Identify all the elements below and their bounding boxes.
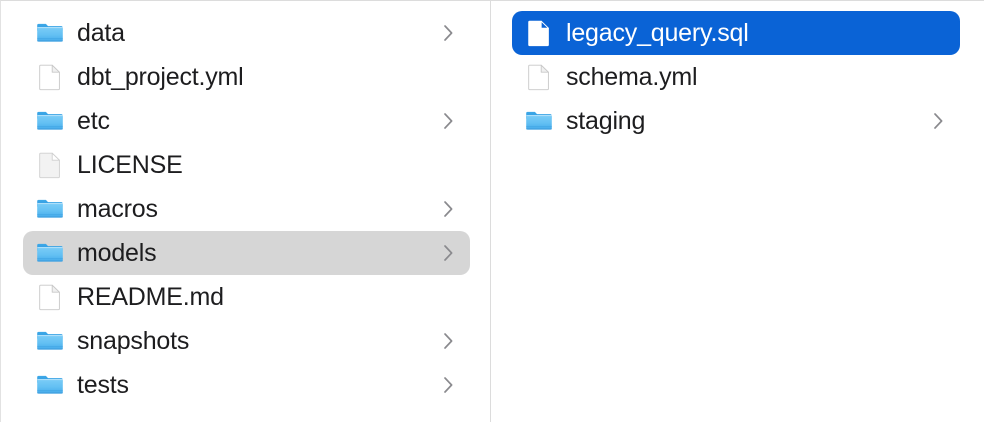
chevron-right-icon[interactable] bbox=[442, 200, 454, 218]
file-row-label: tests bbox=[77, 371, 129, 399]
chevron-right-icon[interactable] bbox=[442, 332, 454, 350]
folder-icon bbox=[35, 18, 65, 48]
chevron-right-icon[interactable] bbox=[932, 112, 944, 130]
folder-icon bbox=[35, 106, 65, 136]
file-row[interactable]: models bbox=[23, 231, 470, 275]
folder-icon bbox=[35, 326, 65, 356]
file-row[interactable]: data bbox=[23, 11, 470, 55]
file-row[interactable]: snapshots bbox=[23, 319, 470, 363]
file-row[interactable]: etc bbox=[23, 99, 470, 143]
file-row-label: dbt_project.yml bbox=[77, 63, 244, 91]
chevron-right-icon[interactable] bbox=[442, 112, 454, 130]
file-row[interactable]: schema.yml bbox=[512, 55, 960, 99]
file-row[interactable]: tests bbox=[23, 363, 470, 407]
file-row[interactable]: macros bbox=[23, 187, 470, 231]
file-row-label: schema.yml bbox=[566, 63, 698, 91]
file-row[interactable]: LICENSE bbox=[23, 143, 470, 187]
file-row-label: legacy_query.sql bbox=[566, 19, 749, 47]
file-row-label: LICENSE bbox=[77, 151, 183, 179]
file-row[interactable]: legacy_query.sql bbox=[512, 11, 960, 55]
document-icon bbox=[35, 62, 65, 92]
document-icon bbox=[524, 62, 554, 92]
file-row-label: etc bbox=[77, 107, 110, 135]
document-generic-icon bbox=[35, 150, 65, 180]
document-icon bbox=[35, 282, 65, 312]
file-row-label: macros bbox=[77, 195, 158, 223]
file-row[interactable]: README.md bbox=[23, 275, 470, 319]
file-row-label: snapshots bbox=[77, 327, 190, 355]
folder-icon bbox=[35, 238, 65, 268]
chevron-right-icon[interactable] bbox=[442, 376, 454, 394]
file-row[interactable]: dbt_project.yml bbox=[23, 55, 470, 99]
finder-column-child: legacy_query.sql schema.yml staging bbox=[491, 1, 984, 422]
file-row-label: models bbox=[77, 239, 157, 267]
file-row[interactable]: staging bbox=[512, 99, 960, 143]
folder-icon bbox=[35, 370, 65, 400]
chevron-right-icon[interactable] bbox=[442, 244, 454, 262]
file-row-label: README.md bbox=[77, 283, 224, 311]
file-row-label: staging bbox=[566, 107, 646, 135]
document-icon bbox=[524, 18, 554, 48]
chevron-right-icon[interactable] bbox=[442, 24, 454, 42]
file-row-label: data bbox=[77, 19, 125, 47]
folder-icon bbox=[35, 194, 65, 224]
folder-icon bbox=[524, 106, 554, 136]
